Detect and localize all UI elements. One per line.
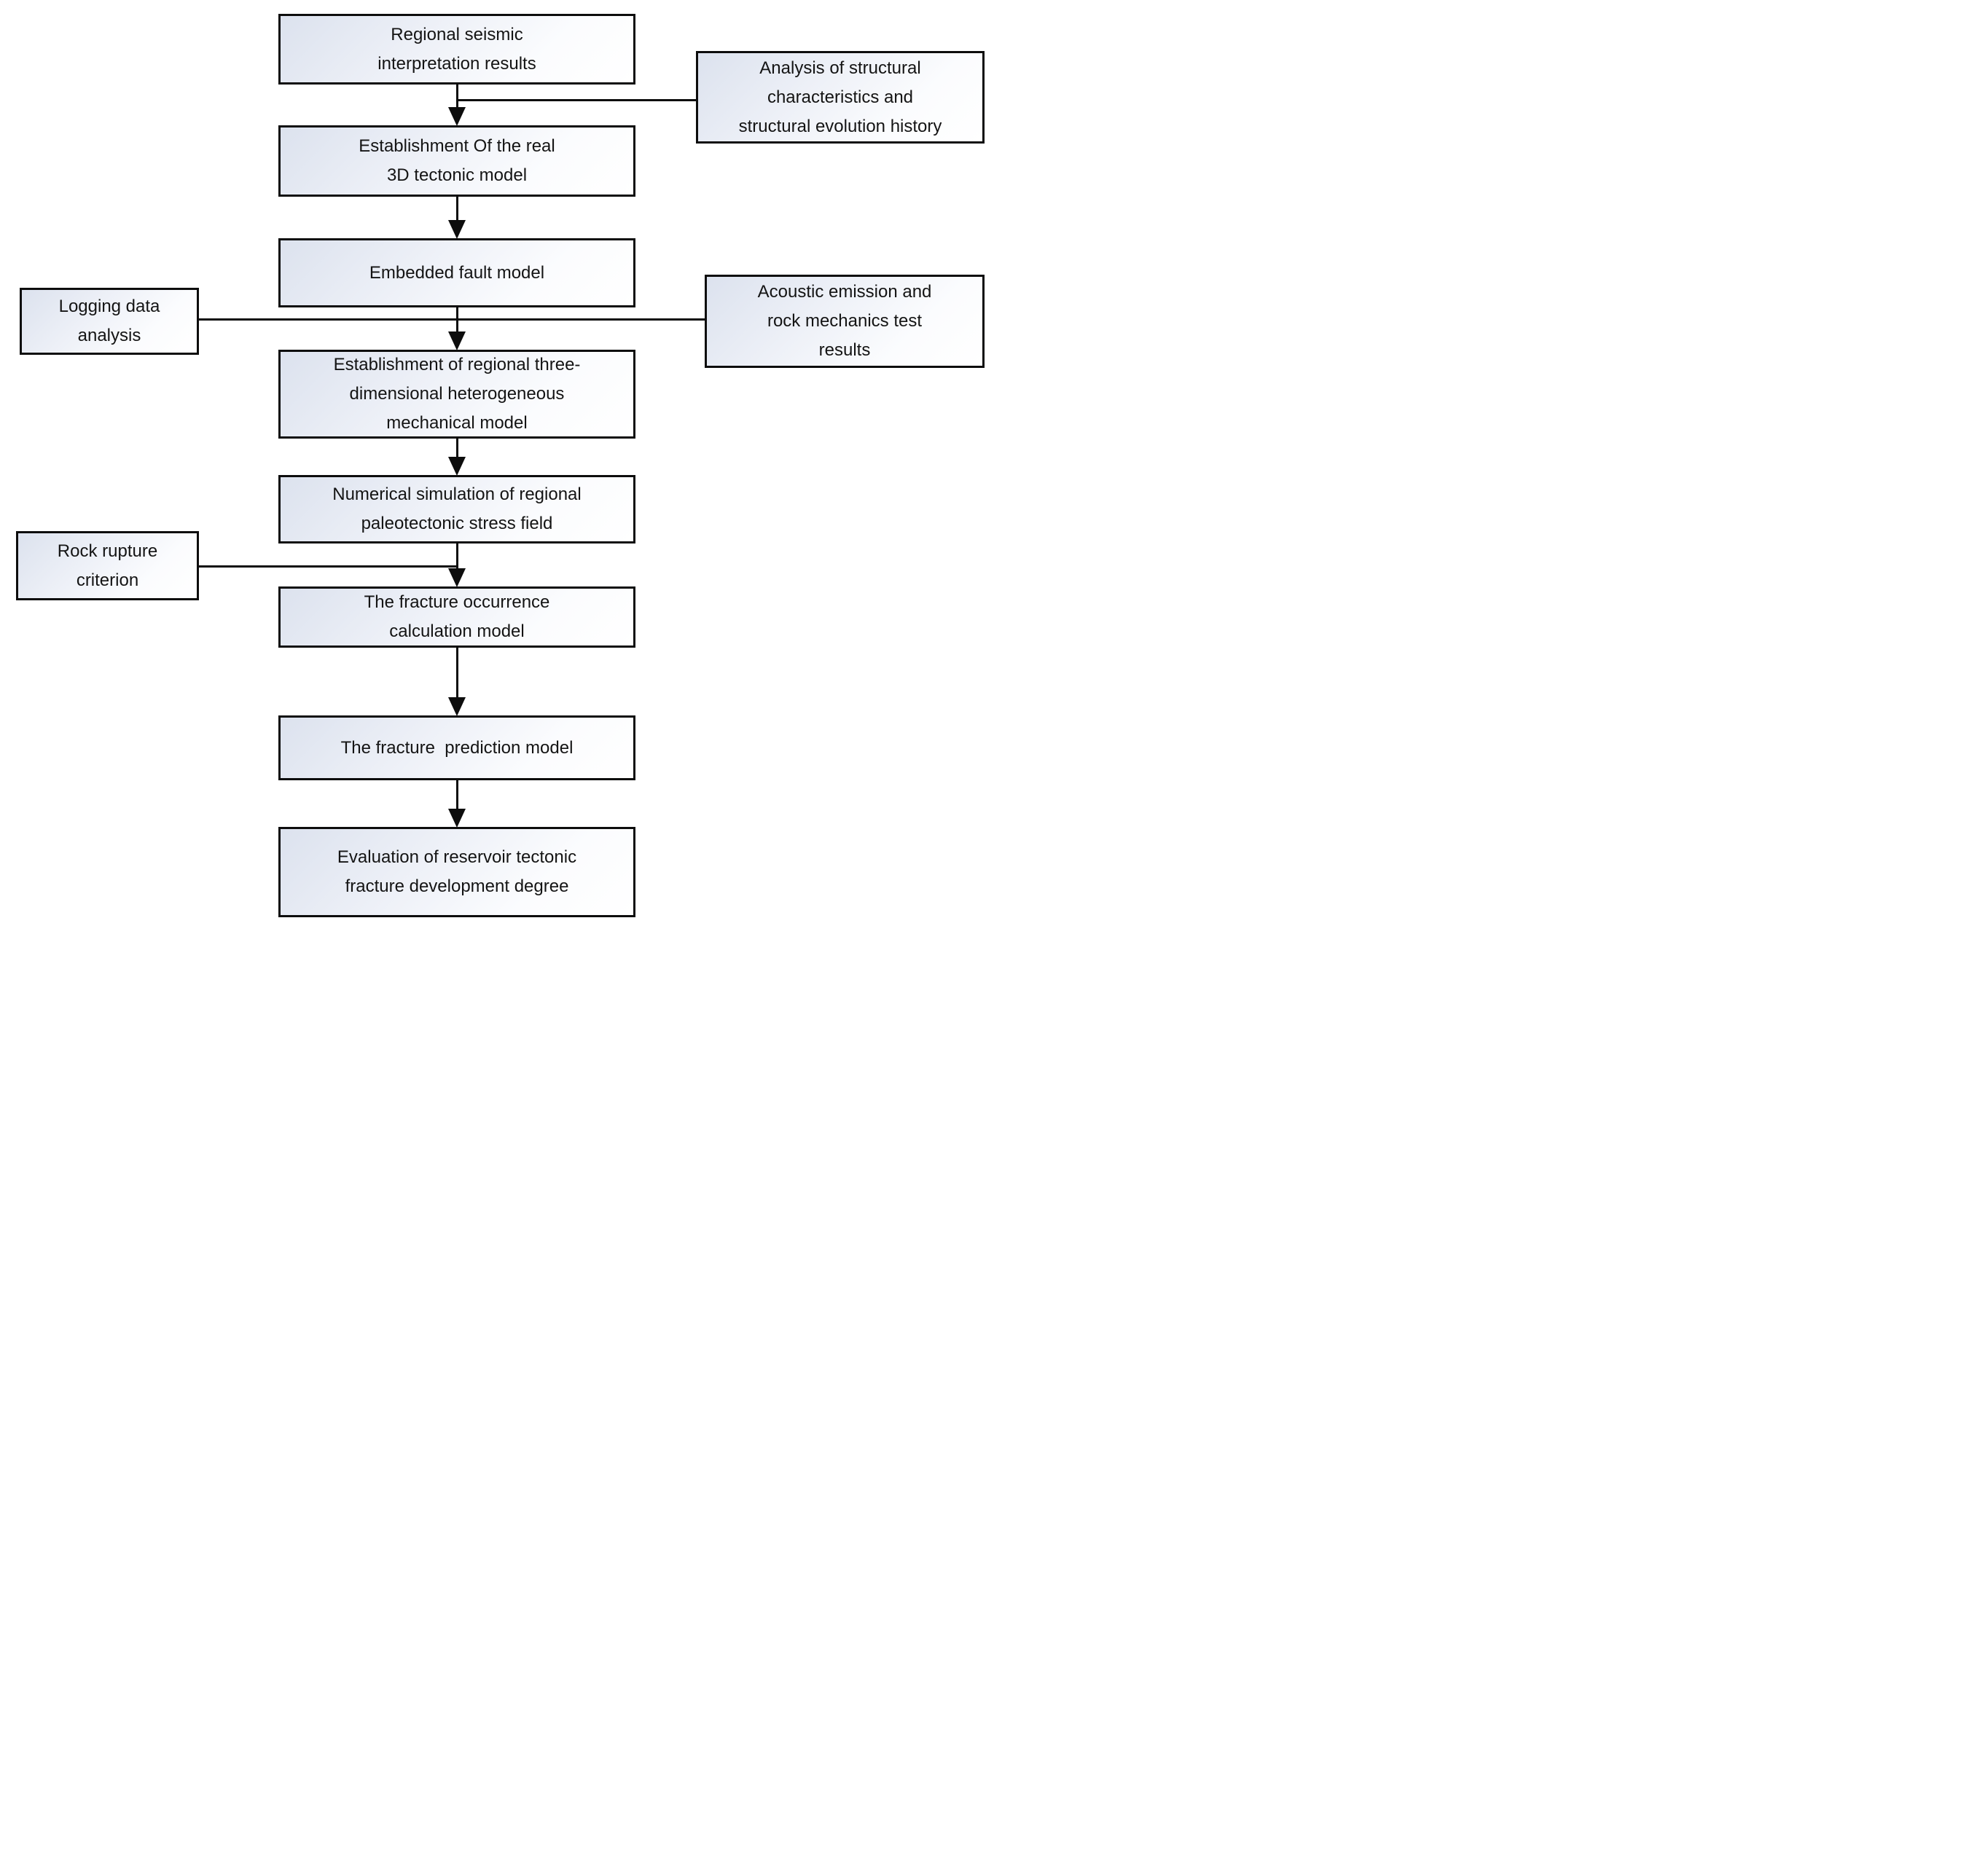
connector-rock-rupture-branch <box>199 565 457 568</box>
flowchart-canvas: Regional seismic interpretation results … <box>0 0 994 934</box>
node-tectonic-model: Establishment Of the real 3D tectonic mo… <box>278 125 635 197</box>
node-regional-seismic-label: Regional seismic interpretation results <box>377 24 536 74</box>
node-heterogeneous-model-label: Establishment of regional three- dimensi… <box>333 355 581 433</box>
node-logging-data-label: Logging data analysis <box>58 297 160 345</box>
node-fracture-prediction: The fracture prediction model <box>278 715 635 780</box>
arrowhead-evaluation <box>448 809 466 828</box>
arrowhead-fracture-occurrence <box>448 568 466 587</box>
node-regional-seismic: Regional seismic interpretation results <box>278 14 635 85</box>
node-tectonic-model-label: Establishment Of the real 3D tectonic mo… <box>359 136 555 185</box>
arrowhead-fracture-prediction <box>448 697 466 716</box>
node-fracture-prediction-label: The fracture prediction model <box>340 737 574 758</box>
arrowhead-heterogeneous-model <box>448 331 466 350</box>
node-stress-simulation-label: Numerical simulation of regional paleote… <box>332 484 582 533</box>
arrowhead-embedded-fault <box>448 220 466 239</box>
arrow-stem-regional-to-tectonic <box>456 85 458 109</box>
arrow-stem-heterogeneous-to-stress <box>456 439 458 458</box>
node-stress-simulation: Numerical simulation of regional paleote… <box>278 475 635 543</box>
node-acoustic-emission-label: Acoustic emission and rock mechanics tes… <box>757 282 932 360</box>
node-fracture-occurrence-label: The fracture occurrence calculation mode… <box>364 592 550 641</box>
node-rock-rupture: Rock rupture criterion <box>16 531 199 600</box>
arrow-stem-occurrence-to-prediction <box>456 648 458 698</box>
node-heterogeneous-model: Establishment of regional three- dimensi… <box>278 350 635 439</box>
arrowhead-tectonic-model <box>448 107 466 126</box>
arrow-stem-tectonic-to-embedded <box>456 197 458 221</box>
node-fracture-occurrence: The fracture occurrence calculation mode… <box>278 586 635 648</box>
node-evaluation-label: Evaluation of reservoir tectonic fractur… <box>337 847 577 896</box>
node-rock-rupture-label: Rock rupture criterion <box>57 541 158 590</box>
arrowhead-stress-simulation <box>448 457 466 476</box>
arrow-stem-prediction-to-evaluation <box>456 780 458 809</box>
node-acoustic-emission: Acoustic emission and rock mechanics tes… <box>705 275 985 368</box>
connector-logging-acoustic <box>199 318 705 321</box>
node-embedded-fault-label: Embedded fault model <box>369 262 545 283</box>
connector-structural-analysis-branch <box>457 99 696 101</box>
node-structural-analysis: Analysis of structural characteristics a… <box>696 51 985 144</box>
arrow-stem-stress-to-occurrence <box>456 543 458 569</box>
node-structural-analysis-label: Analysis of structural characteristics a… <box>738 58 942 136</box>
node-logging-data: Logging data analysis <box>20 288 199 355</box>
node-evaluation: Evaluation of reservoir tectonic fractur… <box>278 827 635 917</box>
node-embedded-fault: Embedded fault model <box>278 238 635 307</box>
